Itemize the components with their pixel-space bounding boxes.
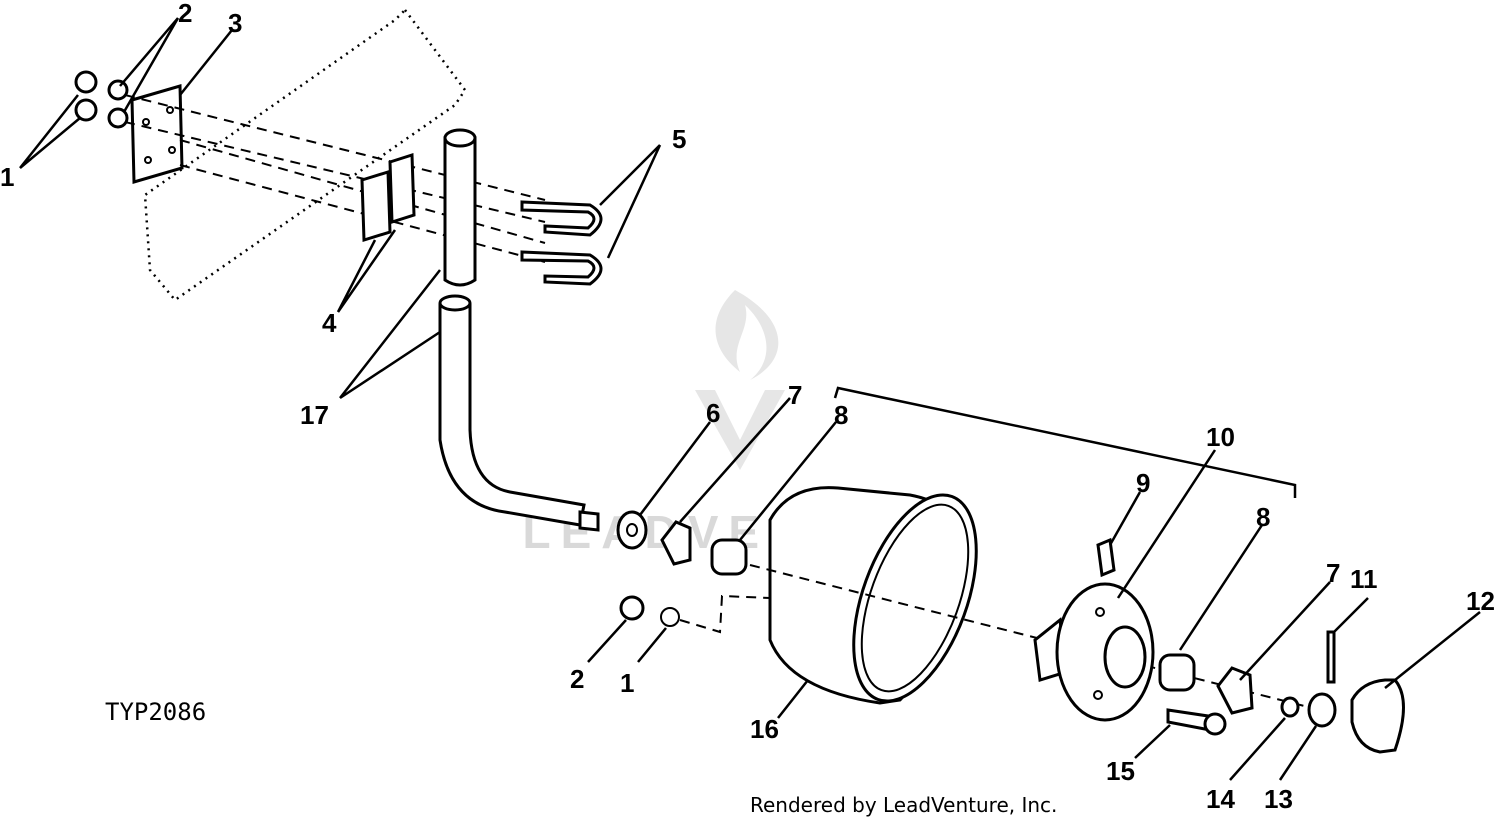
callout-8-left: 8 (834, 400, 848, 430)
nut-13 (1307, 692, 1337, 728)
cap-12 (1350, 678, 1405, 754)
nut-washer-group-top (74, 70, 129, 129)
frame-outline (143, 8, 467, 302)
hub-10 (1033, 582, 1155, 722)
callout-7-right: 7 (1326, 558, 1340, 588)
bearing-cone-7-right (1216, 666, 1254, 715)
nut-2 (619, 595, 645, 621)
callout-12: 12 (1466, 586, 1495, 616)
callout-6: 6 (706, 398, 720, 428)
callout-labels: 1 2 3 4 5 6 7 8 9 10 11 12 13 14 15 16 1… (0, 0, 1495, 814)
leader-lines (19, 17, 1481, 781)
callout-14: 14 (1206, 784, 1235, 814)
tube-upper (443, 136, 477, 287)
callout-9: 9 (1136, 468, 1150, 498)
callout-16: 16 (750, 714, 779, 744)
clamp-block-a (360, 169, 392, 243)
washer-14 (1280, 696, 1300, 718)
callout-5: 5 (672, 124, 686, 154)
figure-code: TYP2086 (105, 698, 206, 726)
bearing-cone-7 (660, 520, 692, 566)
callout-4: 4 (322, 308, 337, 338)
callout-3: 3 (228, 8, 242, 38)
bolt-15 (1166, 708, 1212, 732)
mounting-plate (130, 84, 184, 184)
callout-1-top: 1 (0, 162, 14, 192)
callout-11: 11 (1350, 564, 1378, 594)
credit-line: Rendered by LeadVenture, Inc. (750, 793, 1057, 817)
u-bolt-a (520, 200, 603, 237)
spacer-8 (710, 538, 748, 576)
clamp-block-b (388, 152, 416, 225)
spacer-8-right (1158, 653, 1196, 692)
tube-lower-bent (438, 303, 586, 527)
callout-15: 15 (1106, 756, 1135, 786)
u-bolt-b (520, 250, 603, 286)
callout-8-right: 8 (1256, 502, 1270, 532)
callout-17: 17 (300, 400, 329, 430)
callout-1-lower: 1 (620, 668, 634, 698)
callout-13: 13 (1264, 784, 1293, 814)
callout-2-top: 2 (178, 0, 192, 28)
bolt-11 (1326, 630, 1336, 684)
callout-2-lower: 2 (570, 664, 584, 694)
drum-16 (768, 486, 978, 705)
washer-6 (616, 510, 648, 550)
grease-fitting-9 (1096, 537, 1116, 578)
callout-10: 10 (1206, 422, 1235, 452)
callout-7-left: 7 (788, 380, 802, 410)
